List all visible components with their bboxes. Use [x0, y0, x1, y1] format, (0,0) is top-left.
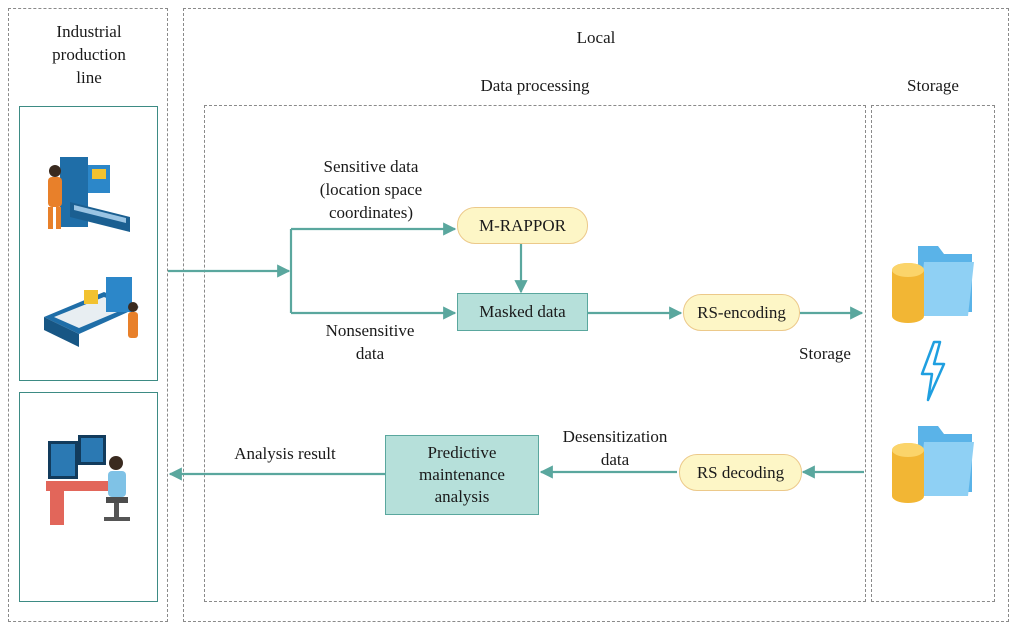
label-sensitive-data: Sensitive data (location space coordinat…	[319, 157, 423, 222]
machines-panel	[19, 106, 158, 381]
production-line-region	[8, 8, 168, 622]
node-masked-data: Masked data	[457, 293, 588, 331]
label-analysis-result: Analysis result	[234, 444, 336, 463]
operator-panel	[19, 392, 158, 602]
storage-title: Storage	[907, 76, 959, 95]
local-title: Local	[576, 28, 616, 47]
database-folder-icon	[892, 426, 974, 503]
label-nonsensitive-data: Nonsensitive data	[325, 321, 415, 363]
industrial-machine-icons	[44, 157, 139, 347]
node-rs-encoding: RS-encoding	[683, 294, 800, 331]
computer-operator-icon	[46, 435, 130, 525]
production-line-title: Industrial production line	[52, 22, 126, 87]
node-m-rappor: M-RAPPOR	[457, 207, 588, 244]
database-folder-icon	[892, 246, 974, 323]
label-desensitization-data: Desensitization data	[562, 427, 668, 469]
local-region	[183, 8, 1009, 622]
node-predictive-maintenance: Predictive maintenance analysis	[385, 435, 539, 515]
data-processing-region	[204, 105, 866, 602]
storage-region	[871, 105, 995, 602]
lightning-sync-icon	[920, 340, 946, 402]
label-storage: Storage	[799, 344, 851, 363]
node-rs-decoding: RS decoding	[679, 454, 802, 491]
data-processing-title: Data processing	[480, 76, 590, 95]
